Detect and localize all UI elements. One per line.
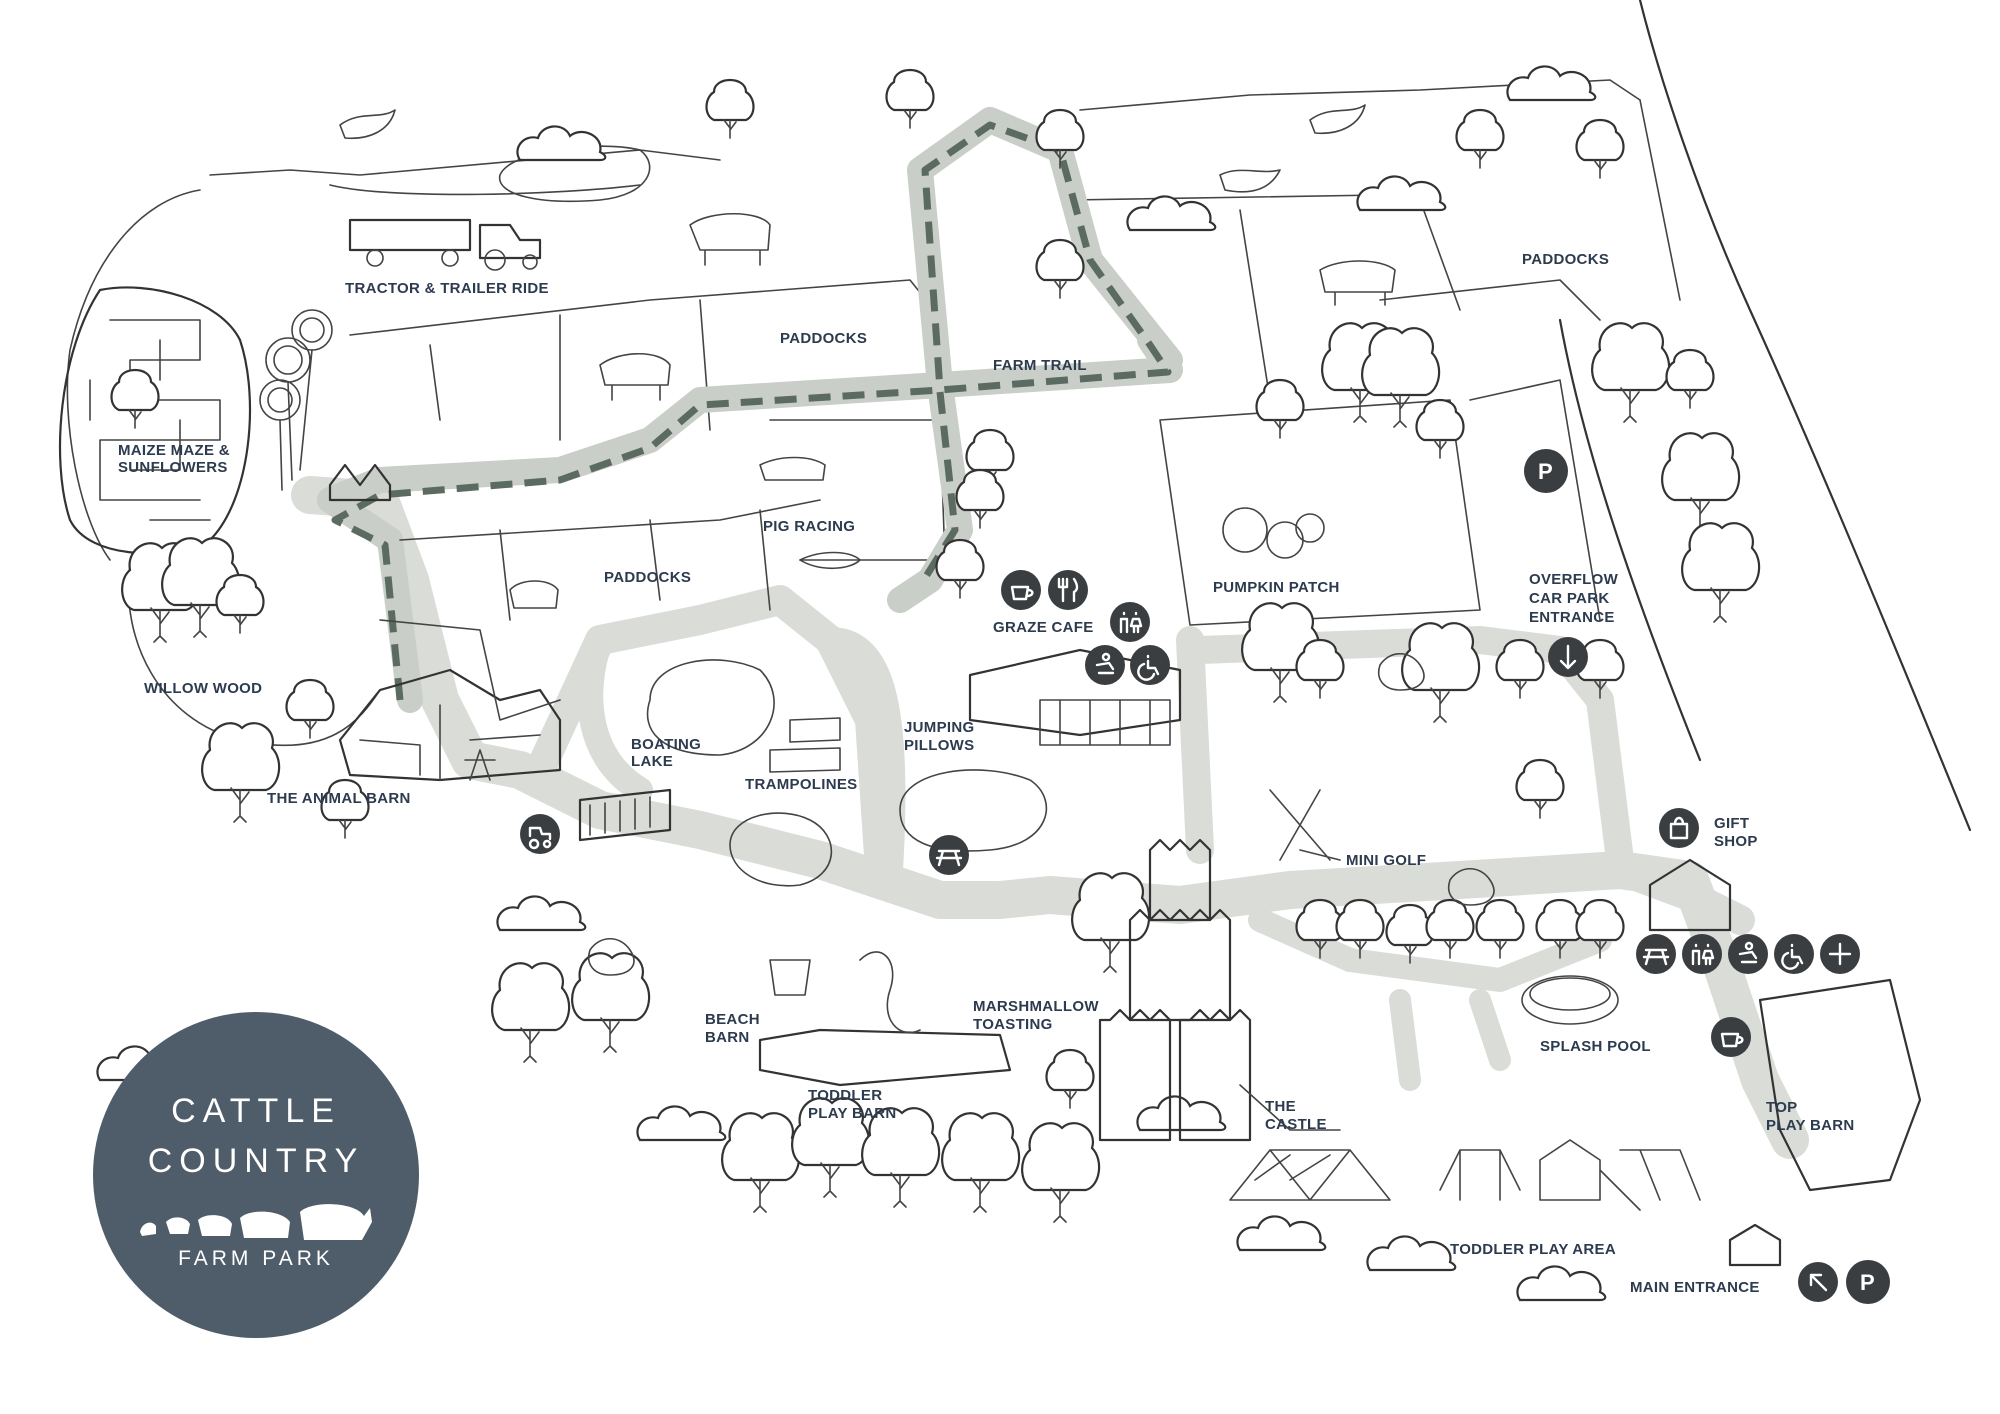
label-trampolines: TRAMPOLINES	[745, 776, 857, 793]
svg-text:P: P	[1538, 459, 1553, 484]
label-farm-trail: FARM TRAIL	[993, 357, 1087, 374]
label-jumping-pillows-1: JUMPING	[904, 719, 974, 736]
sunflowers	[259, 309, 333, 491]
label-beach-barn-1: BEACH	[705, 1011, 760, 1028]
label-castle-1: THE	[1265, 1098, 1296, 1115]
label-willow-wood: WILLOW WOOD	[144, 680, 262, 697]
label-marshmallow-1: MARSHMALLOW	[973, 998, 1099, 1015]
toilets-icon[interactable]	[1110, 602, 1150, 642]
label-graze-cafe: GRAZE CAFE	[993, 619, 1094, 636]
buildings	[328, 218, 1922, 1267]
label-toddler-play-area: TODDLER PLAY AREA	[1450, 1241, 1616, 1258]
logo: CATTLE COUNTRY FARM PARK	[93, 1012, 419, 1338]
logo-line-3: FARM PARK	[178, 1247, 334, 1270]
picnic-table-icon[interactable]	[929, 835, 969, 875]
boating-lake-outline	[646, 659, 775, 756]
label-boating-lake-1: BOATING	[631, 736, 701, 753]
label-paddocks-top: PADDOCKS	[780, 330, 867, 347]
logo-animals-icon	[140, 1204, 372, 1242]
ponds	[498, 145, 1619, 1025]
highland-cow-drawing	[689, 212, 771, 266]
paddock-fences	[379, 499, 821, 721]
label-overflow-1: OVERFLOW	[1529, 571, 1619, 588]
logo-badge	[93, 1012, 419, 1338]
baby-change-icon[interactable]	[1728, 934, 1768, 974]
label-tractor-ride: TRACTOR & TRAILER RIDE	[345, 280, 549, 297]
label-top-play-barn-1: TOP	[1766, 1099, 1797, 1116]
label-paddocks-mid: PADDOCKS	[604, 569, 691, 586]
label-main-entrance: MAIN ENTRANCE	[1630, 1279, 1760, 1296]
label-castle-2: CASTLE	[1265, 1116, 1327, 1133]
label-boating-lake-2: LAKE	[631, 753, 673, 770]
map-labels: TRACTOR & TRAILER RIDE PADDOCKS FARM TRA…	[118, 251, 1855, 1296]
label-overflow-3: ENTRANCE	[1529, 609, 1615, 626]
bird-drawing	[339, 109, 396, 140]
wheelchair-icon[interactable]	[1130, 645, 1170, 685]
wheelchair-icon[interactable]	[1774, 934, 1814, 974]
arrow-down-icon[interactable]	[1548, 637, 1588, 677]
maize-maze	[58, 286, 252, 555]
castle-keep	[1128, 908, 1232, 1022]
label-splash-pool: SPLASH POOL	[1540, 1038, 1651, 1055]
baby-change-icon[interactable]	[1085, 645, 1125, 685]
parking-icon[interactable]: P	[1846, 1260, 1890, 1304]
label-marshmallow-2: TOASTING	[973, 1016, 1053, 1033]
label-jumping-pillows-2: PILLOWS	[904, 737, 974, 754]
label-beach-barn-2: BARN	[705, 1029, 750, 1046]
label-gift-shop-1: GIFT	[1714, 815, 1749, 832]
label-pig-racing: PIG RACING	[763, 518, 855, 535]
first-aid-icon[interactable]	[1820, 934, 1860, 974]
tractor-icon[interactable]	[520, 814, 560, 854]
label-paddocks-right: PADDOCKS	[1522, 251, 1609, 268]
parking-icon[interactable]: P	[1524, 449, 1568, 493]
cutlery-icon[interactable]	[1048, 570, 1088, 610]
logo-line-2: COUNTRY	[148, 1142, 365, 1180]
label-maize-maze-2: SUNFLOWERS	[118, 459, 228, 476]
toilets-icon[interactable]	[1682, 934, 1722, 974]
logo-line-1: CATTLE	[171, 1092, 341, 1130]
label-pumpkin-patch: PUMPKIN PATCH	[1213, 579, 1340, 596]
label-toddler-barn-2: PLAY BARN	[808, 1105, 897, 1122]
gift-bag-icon[interactable]	[1659, 808, 1699, 848]
label-gift-shop-2: SHOP	[1714, 833, 1758, 850]
label-maize-maze-1: MAIZE MAZE &	[118, 442, 230, 459]
coffee-icon[interactable]	[1711, 1017, 1751, 1057]
animals	[339, 104, 1495, 976]
picnic-table-icon[interactable]	[1636, 934, 1676, 974]
label-overflow-2: CAR PARK	[1529, 590, 1609, 607]
arrow-up-left-icon[interactable]	[1798, 1262, 1838, 1302]
label-toddler-barn-1: TODDLER	[808, 1087, 882, 1104]
duck-drawing	[1378, 652, 1425, 691]
splash-pool-outline	[1521, 975, 1619, 1025]
label-mini-golf: MINI GOLF	[1346, 852, 1426, 869]
animal-barn-drawing	[338, 668, 562, 782]
jumping-pillows-outline	[899, 769, 1048, 852]
facility-icons: P	[520, 449, 1890, 1304]
label-top-play-barn-2: PLAY BARN	[1766, 1117, 1855, 1134]
label-animal-barn: THE ANIMAL BARN	[267, 790, 411, 807]
svg-text:P: P	[1860, 1270, 1875, 1295]
coffee-icon[interactable]	[1001, 570, 1041, 610]
